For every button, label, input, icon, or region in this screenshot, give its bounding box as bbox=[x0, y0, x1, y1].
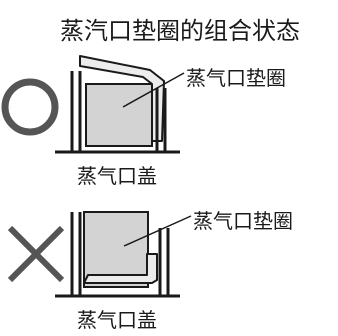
circle-correct-icon bbox=[1, 78, 59, 136]
gasket-callout-label: 蒸气口垫圈 bbox=[193, 209, 293, 233]
callout-leader bbox=[122, 72, 185, 108]
gasket-callout-label: 蒸气口垫圈 bbox=[186, 66, 286, 90]
page-title: 蒸汽口垫圈的组合状态 bbox=[60, 17, 300, 45]
incorrect-example: 蒸气口垫圈 蒸气口盖 bbox=[7, 209, 293, 332]
correct-example: 蒸气口垫圈 蒸气口盖 bbox=[1, 55, 286, 188]
cap-base-label: 蒸气口盖 bbox=[77, 308, 157, 332]
callout-leader bbox=[123, 215, 192, 247]
steam-vent-cap bbox=[85, 83, 153, 147]
steam-vent-gasket bbox=[83, 253, 158, 284]
cap-base-label: 蒸气口盖 bbox=[77, 164, 157, 188]
cross-incorrect-icon-stroke bbox=[7, 225, 65, 283]
